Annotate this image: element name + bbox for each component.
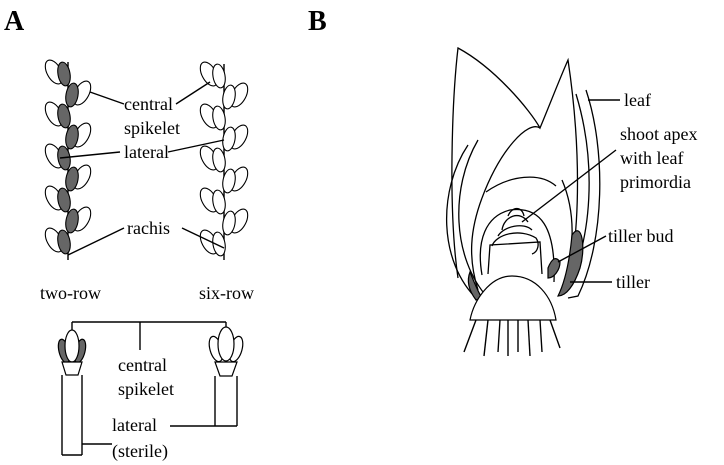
shoot-section [446, 46, 620, 357]
central-spikelet [212, 231, 226, 257]
tiller [557, 230, 584, 297]
main-leaf [451, 46, 579, 291]
label-lateral-bottom: lateral [112, 415, 157, 435]
label-six-row: six-row [199, 283, 254, 303]
label-with-leaf: with leaf [620, 148, 683, 168]
label-leaf: leaf [624, 90, 651, 110]
central-spikelet [57, 103, 71, 129]
central-spikelet [222, 210, 236, 236]
central-spikelet [65, 82, 79, 108]
central-spikelet [57, 229, 71, 255]
label-two-row: two-row [40, 283, 101, 303]
central-spikelet [222, 84, 236, 110]
panel-a-letter: A [4, 6, 25, 37]
six-row-spike [199, 61, 249, 260]
label-central: central [124, 94, 173, 114]
label-primordia: primordia [620, 172, 691, 192]
central-spikelet [57, 187, 71, 213]
two-row-triplet [57, 329, 87, 456]
panel-a-leader-lines [59, 81, 225, 256]
central-spikelet [212, 63, 226, 89]
outer-leaf-sheath [567, 89, 601, 299]
label-central-bottom: central [118, 355, 167, 375]
roots [463, 319, 561, 357]
panel-b-letter: B [308, 6, 327, 37]
central-spikelet [222, 168, 236, 194]
central-spikelet [65, 208, 79, 234]
six-row-triplet [208, 326, 244, 427]
central-spikelet [212, 189, 226, 215]
central-spikelet [212, 105, 226, 131]
label-lateral: lateral [124, 142, 169, 162]
label-rachis: rachis [127, 218, 170, 238]
shoot-apex [487, 207, 543, 275]
spikelet-triplet-comparison [57, 321, 244, 456]
central-spikelet [57, 61, 71, 87]
central-spikelet [212, 147, 226, 173]
outer-left-sheath [446, 144, 479, 301]
two-row-spike [44, 59, 92, 260]
label-spikelet: spikelet [124, 118, 180, 138]
tiller-bud [547, 258, 561, 279]
central-spikelet [222, 126, 236, 152]
central-spikelet [65, 166, 79, 192]
inner-sheath [479, 208, 555, 283]
stem-base [469, 275, 557, 321]
label-shoot-apex: shoot apex [620, 124, 697, 144]
central-spikelet [65, 124, 79, 150]
label-tiller: tiller [616, 272, 650, 292]
label-sterile: (sterile) [112, 441, 168, 462]
label-tiller-bud: tiller bud [608, 226, 674, 246]
label-spikelet-bottom: spikelet [118, 379, 174, 399]
